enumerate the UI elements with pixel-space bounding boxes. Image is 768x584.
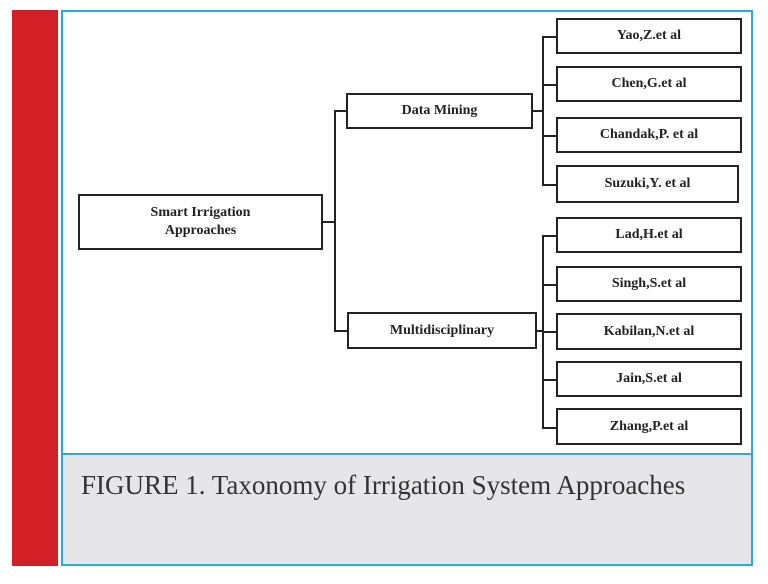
author-node: Singh,S.et al xyxy=(556,266,742,302)
connector-line xyxy=(334,110,336,332)
connector-line xyxy=(542,36,544,186)
connector-line xyxy=(542,184,556,186)
author-node: Lad,H.et al xyxy=(556,217,742,253)
connector-line xyxy=(542,135,556,137)
connector-line xyxy=(542,331,556,333)
root-node: Smart Irrigation Approaches xyxy=(78,194,323,250)
author-label: Jain,S.et al xyxy=(616,371,682,386)
author-label: Yao,Z.et al xyxy=(616,28,682,43)
author-node: Jain,S.et al xyxy=(556,361,742,397)
caption-text: FIGURE 1. Taxonomy of Irrigation System … xyxy=(81,470,686,500)
author-node: Suzuki,Y. et al xyxy=(556,165,739,203)
author-node: Kabilan,N.et al xyxy=(556,313,742,350)
author-label: Suzuki,Y. et al xyxy=(604,176,691,191)
connector-line xyxy=(542,36,556,38)
connector-line xyxy=(323,221,335,223)
author-label: Singh,S.et al xyxy=(611,276,687,291)
connector-line xyxy=(542,379,556,381)
author-node: Zhang,P.et al xyxy=(556,408,742,445)
taxonomy-diagram: Smart Irrigation Approaches Data Mining … xyxy=(63,12,751,452)
connector-line xyxy=(542,235,556,237)
category-label: Multidisciplinary xyxy=(389,322,495,338)
author-node: Yao,Z.et al xyxy=(556,18,742,54)
connector-line xyxy=(542,84,556,86)
connector-line xyxy=(533,110,543,112)
connector-line xyxy=(542,427,556,429)
author-label: Chen,G.et al xyxy=(611,76,687,91)
root-label-line1: Smart Irrigation xyxy=(150,205,251,220)
connector-line xyxy=(542,284,556,286)
author-label: Zhang,P.et al xyxy=(609,418,689,434)
category-node-data-mining: Data Mining xyxy=(346,93,533,129)
root-label-line2: Approaches xyxy=(164,223,237,238)
connector-line xyxy=(334,110,346,112)
figure-frame: Smart Irrigation Approaches Data Mining … xyxy=(61,10,753,566)
category-label: Data Mining xyxy=(401,103,478,118)
connector-line xyxy=(537,330,543,332)
author-node: Chandak,P. et al xyxy=(556,117,742,153)
author-label: Lad,H.et al xyxy=(615,227,683,242)
connector-line xyxy=(334,330,347,332)
red-accent-bar xyxy=(12,10,58,566)
author-node: Chen,G.et al xyxy=(556,66,742,102)
author-label: Kabilan,N.et al xyxy=(603,323,695,339)
category-node-multidisciplinary: Multidisciplinary xyxy=(347,312,537,349)
figure-caption: FIGURE 1. Taxonomy of Irrigation System … xyxy=(63,453,751,564)
author-label: Chandak,P. et al xyxy=(599,127,699,142)
